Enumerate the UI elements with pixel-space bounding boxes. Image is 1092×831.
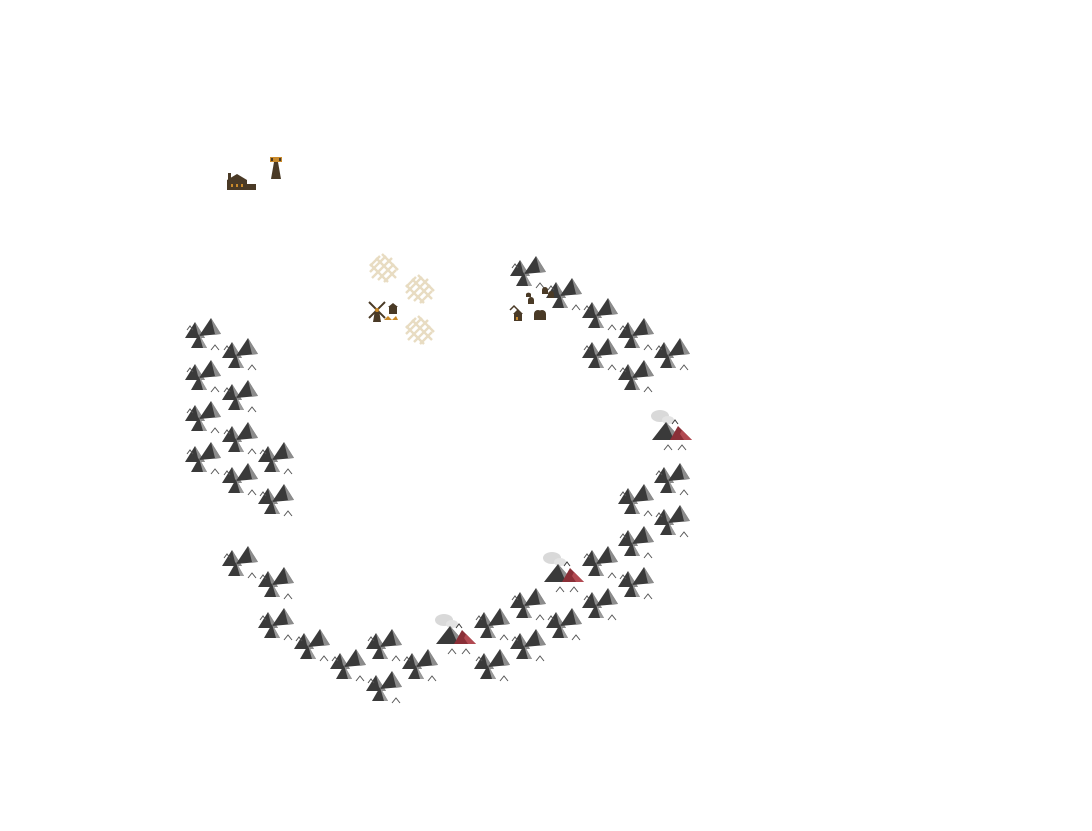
mountain-range-icon[interactable] [184,359,222,393]
watchtower-icon[interactable] [270,157,282,179]
mountain-range-icon[interactable] [184,317,222,351]
village-icon[interactable] [509,287,554,321]
mountain-range-icon[interactable] [581,297,619,331]
mountain-range-icon[interactable] [365,670,403,704]
wheat-field-icon[interactable] [404,273,436,305]
mountain-range-icon[interactable] [617,566,655,600]
mountain-range-icon[interactable] [257,441,295,475]
mountain-range-icon[interactable] [581,587,619,621]
mountain-range-icon[interactable] [365,628,403,662]
mountain-range-icon[interactable] [509,587,547,621]
mountain-range-icon[interactable] [221,379,259,413]
mountain-range-icon[interactable] [221,545,259,579]
mountain-range-icon[interactable] [221,421,259,455]
terrain-layer [184,252,693,704]
mountain-range-icon[interactable] [329,648,367,682]
windmill-icon[interactable] [368,301,386,322]
mountain-range-icon[interactable] [581,337,619,371]
mountain-range-icon[interactable] [473,648,511,682]
mountain-range-icon[interactable] [545,607,583,641]
mountain-range-icon[interactable] [401,648,439,682]
mountain-range-icon[interactable] [221,462,259,496]
mountain-range-icon[interactable] [221,337,259,371]
mountain-range-icon[interactable] [581,545,619,579]
mountain-range-icon[interactable] [473,607,511,641]
church-settlement[interactable] [227,173,256,190]
mountain-range-icon[interactable] [184,400,222,434]
mountain-range-icon[interactable] [653,504,691,538]
volcano-icon[interactable] [542,551,585,593]
volcano-icon[interactable] [650,409,693,451]
mountain-range-icon[interactable] [617,359,655,393]
wheat-field-icon[interactable] [368,252,400,284]
mountain-range-icon[interactable] [617,317,655,351]
mountain-range-icon[interactable] [257,483,295,517]
mountain-range-icon[interactable] [653,337,691,371]
mountain-range-icon[interactable] [257,566,295,600]
mountain-range-icon[interactable] [257,607,295,641]
mountain-range-icon[interactable] [293,628,331,662]
wheat-field-icon[interactable] [404,314,436,346]
mountain-range-icon[interactable] [509,628,547,662]
mountain-range-icon[interactable] [184,441,222,475]
farmhouse-icon[interactable] [384,303,398,320]
mountain-range-icon[interactable] [653,462,691,496]
mountain-range-icon[interactable] [617,525,655,559]
mountain-range-icon[interactable] [617,483,655,517]
mountain-range-icon[interactable] [509,255,547,289]
volcano-icon[interactable] [434,613,477,655]
church-icon [227,173,256,190]
